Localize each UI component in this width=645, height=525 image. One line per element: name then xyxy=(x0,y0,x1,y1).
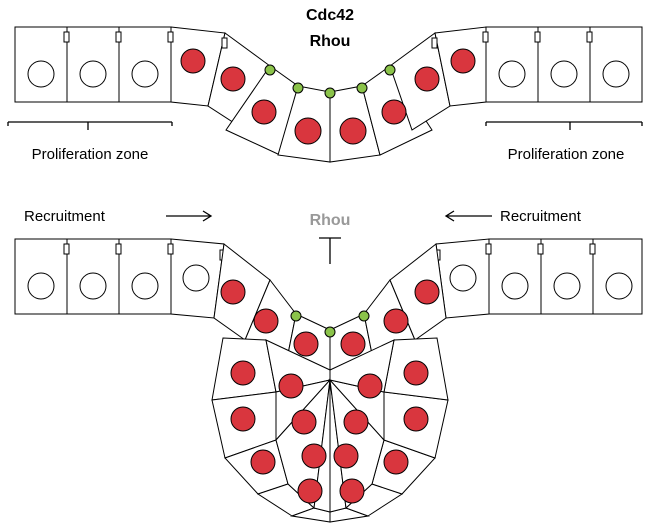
white-nucleus xyxy=(27,60,55,88)
red-nucleus xyxy=(414,279,440,305)
junction-marker xyxy=(485,243,492,255)
inhibition-symbol xyxy=(319,237,341,264)
white-nucleus xyxy=(449,264,477,292)
proliferation-zone-left: Proliferation zone xyxy=(32,146,149,163)
red-nucleus xyxy=(230,406,256,432)
red-nucleus xyxy=(383,449,409,475)
red-nucleus xyxy=(230,360,256,386)
green-junction-dot xyxy=(290,310,302,322)
red-nucleus xyxy=(339,117,367,145)
white-nucleus xyxy=(501,272,529,300)
bottom-epithelium xyxy=(14,238,643,523)
red-nucleus xyxy=(340,331,366,357)
red-nucleus xyxy=(293,331,319,357)
recruitment-arrow-right xyxy=(166,210,213,222)
junction-marker xyxy=(589,243,596,255)
junction-marker xyxy=(431,37,438,49)
white-nucleus xyxy=(605,272,633,300)
red-nucleus xyxy=(403,406,429,432)
red-nucleus xyxy=(381,99,407,125)
white-nucleus xyxy=(27,272,55,300)
red-nucleus xyxy=(251,99,277,125)
red-nucleus xyxy=(450,48,476,74)
red-nucleus xyxy=(297,478,323,504)
junction-marker xyxy=(534,31,541,43)
junction-marker xyxy=(221,37,228,49)
cdc42-label: Cdc42 xyxy=(306,7,354,24)
red-nucleus xyxy=(339,478,365,504)
red-nucleus xyxy=(333,443,359,469)
proliferation-bracket-left xyxy=(7,121,173,130)
junction-marker xyxy=(586,31,593,43)
white-nucleus xyxy=(131,60,159,88)
green-junction-dot xyxy=(384,64,396,76)
proliferation-zone-right: Proliferation zone xyxy=(508,146,625,163)
green-junction-dot xyxy=(292,82,304,94)
recruitment-right: Recruitment xyxy=(500,208,582,225)
white-nucleus xyxy=(498,60,526,88)
rhou-label-bottom: Rhou xyxy=(310,212,351,229)
junction-marker xyxy=(537,243,544,255)
proliferation-bracket-right xyxy=(485,121,643,130)
red-nucleus xyxy=(253,308,279,334)
junction-marker xyxy=(167,243,174,255)
green-junction-dot xyxy=(324,87,336,99)
junction-marker xyxy=(115,31,122,43)
white-nucleus xyxy=(602,60,630,88)
top-epithelium xyxy=(14,26,643,163)
green-junction-dot xyxy=(356,82,368,94)
red-nucleus xyxy=(383,308,409,334)
red-nucleus xyxy=(403,360,429,386)
red-nucleus xyxy=(357,373,383,399)
rhou-label-top: Rhou xyxy=(310,33,351,50)
white-nucleus xyxy=(79,60,107,88)
red-nucleus xyxy=(301,443,327,469)
junction-marker xyxy=(482,31,489,43)
top-flat-cell-r2 xyxy=(537,26,591,103)
green-junction-dot xyxy=(264,64,276,76)
junction-marker xyxy=(63,243,70,255)
white-nucleus xyxy=(550,60,578,88)
red-nucleus xyxy=(414,66,440,92)
red-nucleus xyxy=(220,66,246,92)
white-nucleus xyxy=(79,272,107,300)
white-nucleus xyxy=(182,264,210,292)
red-nucleus xyxy=(250,449,276,475)
white-nucleus xyxy=(553,272,581,300)
recruitment-arrow-left xyxy=(444,210,492,222)
junction-marker xyxy=(63,31,70,43)
red-nucleus xyxy=(220,279,246,305)
red-nucleus xyxy=(180,48,206,74)
red-nucleus xyxy=(278,373,304,399)
junction-marker xyxy=(167,31,174,43)
green-junction-dot xyxy=(324,326,336,338)
red-nucleus xyxy=(294,117,322,145)
junction-marker xyxy=(115,243,122,255)
recruitment-left: Recruitment xyxy=(24,208,106,225)
white-nucleus xyxy=(131,272,159,300)
green-junction-dot xyxy=(358,310,370,322)
red-nucleus xyxy=(291,409,317,435)
red-nucleus xyxy=(343,409,369,435)
